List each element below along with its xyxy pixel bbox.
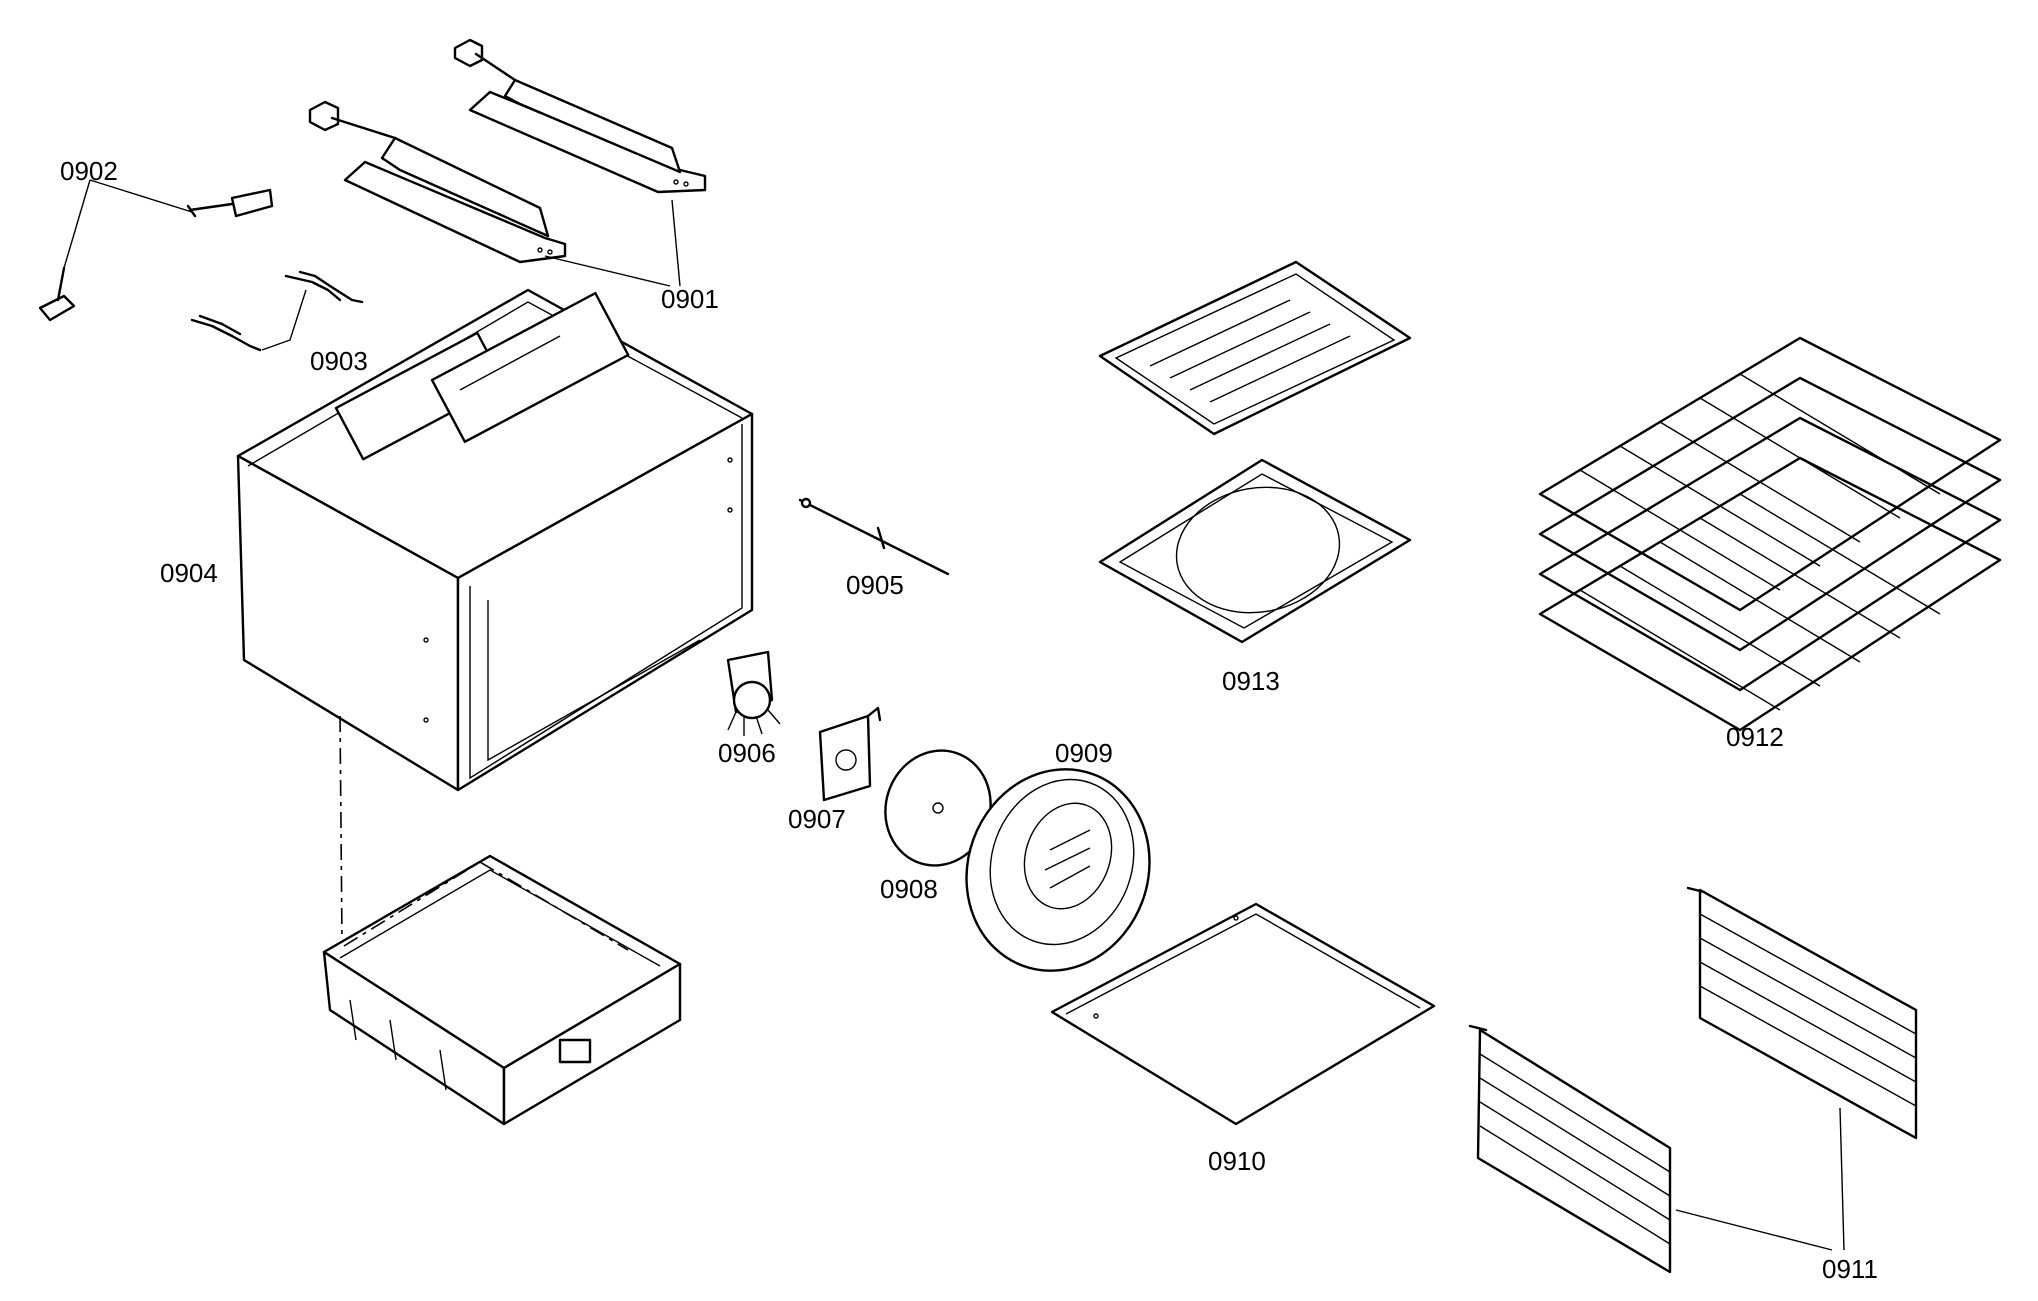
part-0907-control-board	[818, 706, 882, 802]
label-0913: 0913	[1222, 666, 1280, 696]
label-0910: 0910	[1208, 1146, 1266, 1176]
label-0902: 0902	[60, 156, 118, 186]
label-0905: 0905	[846, 570, 904, 600]
part-0901-broil-elements	[308, 38, 707, 287]
label-0908: 0908	[880, 874, 938, 904]
label-0901: 0901	[661, 284, 719, 314]
label-0912: 0912	[1726, 722, 1784, 752]
part-0913-broil-pan	[1098, 260, 1412, 644]
bottom-housing	[322, 854, 682, 1126]
label-0909: 0909	[1055, 738, 1113, 768]
part-0905-probe	[798, 497, 950, 576]
label-0911: 0911	[1822, 1254, 1878, 1284]
part-0902-sensor	[38, 179, 274, 322]
part-0903-wire-assemblies	[190, 270, 364, 352]
label-0904: 0904	[160, 558, 218, 588]
label-0906: 0906	[718, 738, 776, 768]
part-0904-oven-cavity	[236, 288, 754, 792]
label-0903: 0903	[310, 346, 368, 376]
part-0912-oven-racks	[1538, 336, 2002, 732]
part-0906-fan-motor	[726, 650, 781, 736]
part-0911-rack-supports	[1468, 886, 1918, 1274]
alignment-line	[339, 715, 343, 941]
part-0909-fan-cover	[965, 768, 1151, 972]
label-0907: 0907	[788, 804, 846, 834]
part-0910-bottom-panel	[1050, 902, 1436, 1126]
